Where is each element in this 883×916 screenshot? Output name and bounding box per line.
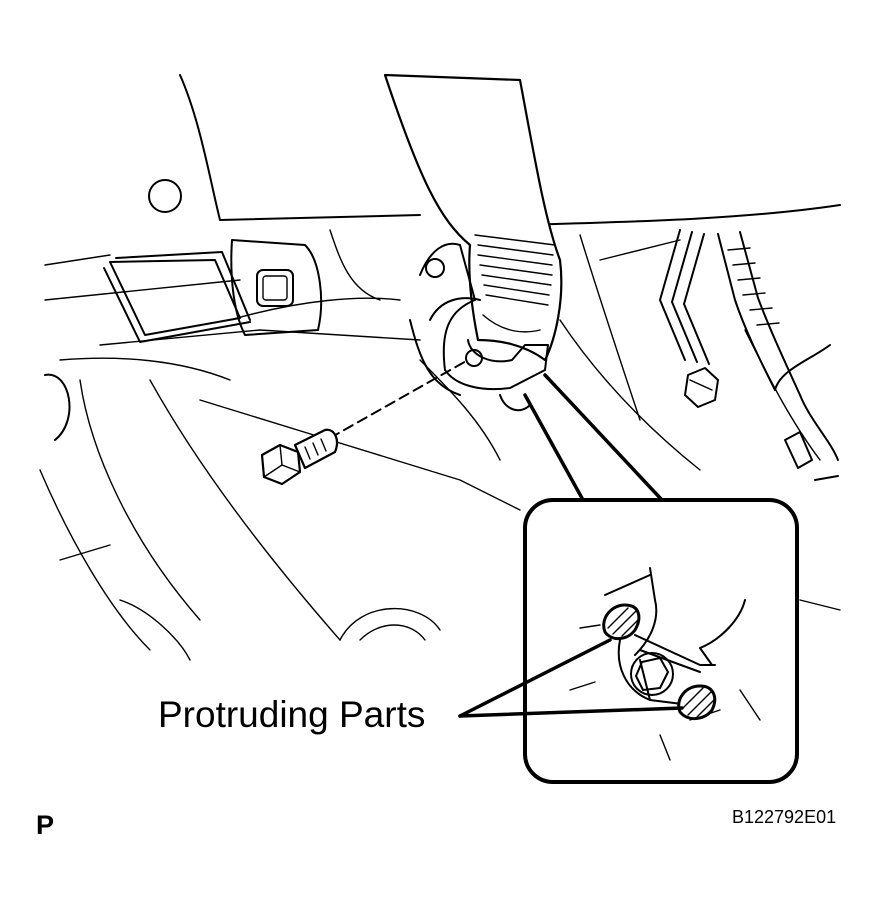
wire-clip-bracket [103, 251, 251, 343]
figure-code: B122792E01 [732, 807, 837, 827]
belt-anchor-plate [409, 242, 549, 412]
floor-panel-lines [39, 74, 841, 661]
corner-letter: P [36, 810, 55, 840]
hex-nut-right [684, 367, 719, 408]
detail-inset [523, 498, 799, 784]
panel-holes [44, 179, 445, 441]
square-bolt-boss [230, 239, 323, 336]
protruding-parts-label: Protruding Parts [158, 694, 426, 735]
inset-leader [523, 373, 664, 502]
bolt-icon [260, 428, 339, 486]
protruding-part-right [677, 684, 717, 720]
protruding-part-left [602, 603, 641, 640]
label-leader-lines [458, 638, 684, 718]
seat-belt-strap [383, 73, 563, 362]
bolt-alignment-line [329, 359, 469, 439]
harness-pipes [659, 229, 839, 481]
